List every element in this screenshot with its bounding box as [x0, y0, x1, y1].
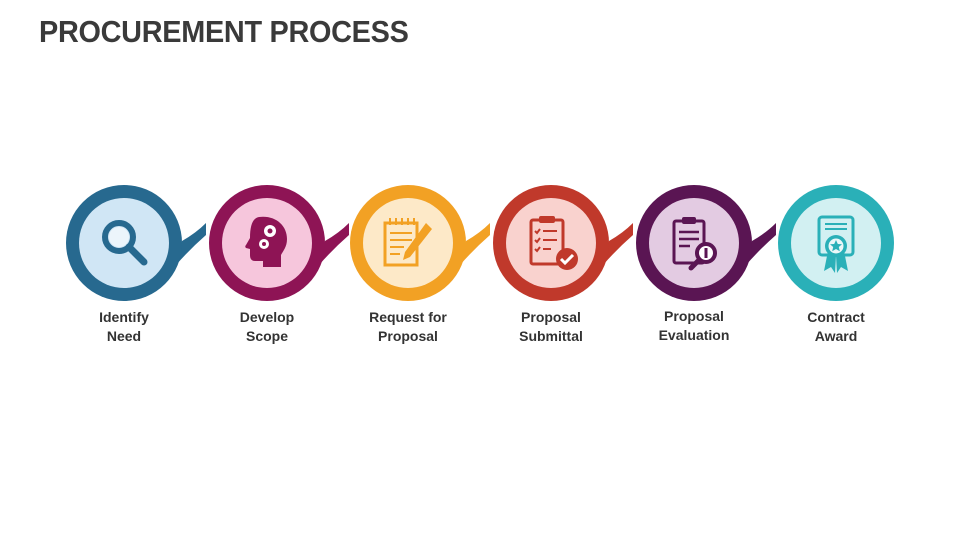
step-circle [350, 185, 490, 301]
pen-document-icon [383, 218, 432, 267]
step-label: Proposal Evaluation [658, 308, 730, 343]
certificate-icon [817, 215, 855, 273]
step-label: Proposal Submittal [519, 309, 583, 344]
step-contract-award: Contract Award [778, 185, 928, 355]
step-label: Request for Proposal [369, 309, 447, 344]
step-proposal-evaluation: Proposal Evaluation [636, 185, 786, 355]
step-identify-need: Identify Need [66, 185, 216, 355]
step-label: Identify Need [99, 309, 149, 344]
step-circle [493, 185, 633, 301]
checklist-icon [529, 216, 578, 270]
step-label: Develop Scope [239, 309, 295, 344]
step-proposal-submittal: Proposal Submittal [493, 185, 643, 355]
step-circle [636, 185, 776, 301]
magnifier-icon [102, 220, 148, 266]
step-circle [66, 185, 206, 301]
step-circle [778, 185, 894, 301]
step-label: Contract Award [807, 309, 865, 344]
step-circle [209, 185, 349, 301]
step-develop-scope: Develop Scope [209, 185, 359, 355]
clipboard-search-icon [672, 217, 717, 271]
step-request-for-proposal: Request for Proposal [350, 185, 500, 355]
head-gears-icon [245, 216, 287, 267]
page-title: PROCUREMENT PROCESS [39, 14, 409, 49]
